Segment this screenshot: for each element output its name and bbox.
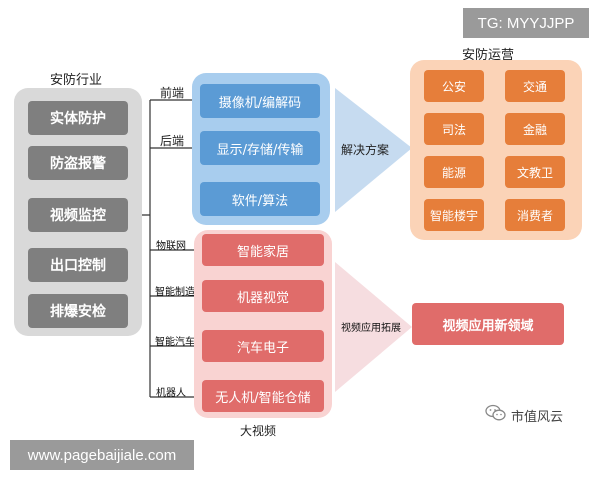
red-item-machine-vision: 机器视觉 (202, 280, 324, 312)
branch-label-smart-car: 智能汽车 (155, 337, 195, 348)
expansion-label: 视频应用拓展 (341, 323, 401, 334)
left-item-video-surveillance: 视频监控 (28, 198, 128, 232)
wechat-icon (485, 404, 507, 426)
left-item-exit-control: 出口控制 (28, 248, 128, 282)
expansion-arrow (335, 262, 412, 392)
branch-label-backend: 后端 (160, 134, 185, 148)
red-item-drone-storage: 无人机/智能仓储 (202, 380, 324, 412)
ops-item-finance: 金融 (505, 113, 565, 145)
branch-label-iot: 物联网 (156, 241, 186, 252)
ops-item-smart-building: 智能楼宇 (424, 199, 484, 231)
ops-item-education-health: 文教卫 (505, 156, 565, 188)
blue-item-display-storage: 显示/存储/传输 (200, 131, 320, 165)
solution-label: 解决方案 (341, 143, 390, 157)
watermark-bottom: www.pagebaijiale.com (10, 440, 194, 470)
ops-item-energy: 能源 (424, 156, 484, 188)
video-new-domain-box: 视频应用新领域 (412, 303, 564, 345)
branch-label-smart-manufacturing: 智能制造 (155, 287, 195, 298)
left-panel-title: 安防行业 (50, 73, 103, 88)
ops-item-public-security: 公安 (424, 70, 484, 102)
big-video-caption: 大视频 (240, 424, 277, 438)
watermark-top: TG: MYYJJPP (463, 8, 589, 38)
branch-label-robot: 机器人 (156, 388, 186, 399)
brand-name: 市值风云 (511, 409, 564, 425)
brand-logo: 市值风云 (485, 404, 563, 426)
red-item-auto-electronics: 汽车电子 (202, 330, 324, 362)
left-item-explosive-inspection: 排爆安检 (28, 294, 128, 328)
ops-item-consumer: 消费者 (505, 199, 565, 231)
left-item-physical-protection: 实体防护 (28, 101, 128, 135)
left-item-burglar-alarm: 防盗报警 (28, 146, 128, 180)
ops-item-traffic: 交通 (505, 70, 565, 102)
ops-item-justice: 司法 (424, 113, 484, 145)
red-item-smart-home: 智能家居 (202, 234, 324, 266)
branch-label-frontend: 前端 (160, 86, 185, 100)
blue-item-software-algorithm: 软件/算法 (200, 182, 320, 216)
operations-title: 安防运营 (462, 48, 515, 63)
solution-arrow (335, 88, 412, 212)
blue-item-camera-codec: 摄像机/编解码 (200, 84, 320, 118)
